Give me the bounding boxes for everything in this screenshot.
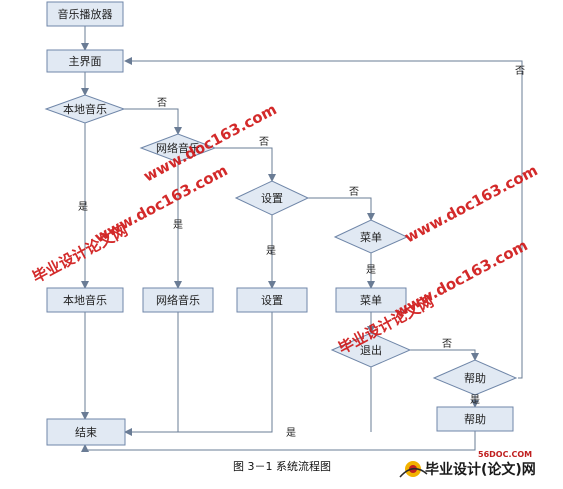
- edge-label-settings-yes: 是: [266, 245, 276, 257]
- edge-label-help-no: 否: [515, 65, 525, 77]
- node-main-label: 主界面: [69, 55, 102, 68]
- edge-label-menu-yes: 是: [366, 264, 376, 276]
- node-exit-decision-label: 退出: [360, 343, 382, 357]
- node-menu-decision-label: 菜单: [360, 231, 382, 244]
- edge-labels: 否 否 否 否 否 是 是 是 是 是 是: [78, 65, 525, 439]
- node-player: 音乐播放器: [46, 1, 124, 27]
- node-local-decision-label: 本地音乐: [63, 102, 107, 116]
- node-menu-label: 菜单: [360, 294, 382, 307]
- edge-net-q-settings-q: [215, 147, 276, 182]
- edge-local-q-net-q: [124, 108, 182, 135]
- node-settings-label: 设置: [261, 294, 283, 307]
- flowchart-nodes: 音乐播放器 主界面 本地音乐 网络音乐 设置 菜单 本地音乐 网: [44, 1, 518, 446]
- node-main: 主界面: [46, 49, 124, 73]
- node-help-label: 帮助: [464, 412, 486, 426]
- figure-caption: 图 3－1 系统流程图: [233, 459, 331, 473]
- watermarks: www.doc163.com www.doc163.com 毕业设计论文网 ww…: [29, 100, 540, 357]
- corner-logo: 56DOC.COM 毕业设计(论文)网: [399, 450, 536, 478]
- node-net-decision-label: 网络音乐: [156, 141, 200, 155]
- node-net-label: 网络音乐: [156, 293, 200, 307]
- node-net: 网络音乐: [142, 287, 214, 313]
- node-exit-decision: 退出: [330, 332, 412, 368]
- edge-label-exit-no: 否: [442, 338, 452, 350]
- edge-settings-q-menu-q: [308, 197, 375, 221]
- node-settings-decision: 设置: [234, 180, 310, 216]
- node-help: 帮助: [436, 406, 514, 432]
- logo-emblem-icon: [399, 461, 428, 478]
- edge-label-help-yes: 是: [470, 394, 480, 406]
- watermark-url-3: www.doc163.com: [401, 161, 540, 246]
- node-menu-decision: 菜单: [333, 219, 409, 254]
- edge-help-q-main: [124, 57, 523, 379]
- node-net-decision: 网络音乐: [139, 133, 217, 163]
- node-local: 本地音乐: [46, 287, 124, 313]
- corner-logo-domain: 56DOC.COM: [478, 450, 532, 459]
- node-settings: 设置: [236, 287, 308, 313]
- edge-label-exit-yes: 是: [286, 427, 296, 439]
- edge-settings-end: [124, 312, 273, 436]
- node-menu: 菜单: [335, 287, 407, 313]
- node-help-decision-label: 帮助: [464, 371, 486, 385]
- edge-label-local-no: 否: [157, 97, 167, 109]
- watermark-site-1: 毕业设计论文网: [29, 221, 130, 286]
- corner-logo-text: 毕业设计(论文)网: [425, 461, 536, 478]
- node-end-label: 结束: [75, 426, 97, 439]
- edge-label-settings-no: 否: [349, 186, 359, 198]
- edge-label-net-no: 否: [259, 136, 269, 148]
- node-local-label: 本地音乐: [63, 293, 107, 307]
- node-end: 结束: [46, 418, 126, 446]
- edge-label-net-yes: 是: [173, 219, 183, 231]
- connector-lines: [81, 26, 523, 452]
- node-player-label: 音乐播放器: [58, 7, 113, 21]
- node-settings-decision-label: 设置: [261, 192, 283, 205]
- node-local-decision: 本地音乐: [44, 94, 126, 124]
- node-help-decision: 帮助: [432, 359, 518, 396]
- edge-label-local-yes: 是: [78, 201, 88, 213]
- edge-help-end: [81, 431, 476, 452]
- edge-exit-q-help-q: [410, 349, 479, 361]
